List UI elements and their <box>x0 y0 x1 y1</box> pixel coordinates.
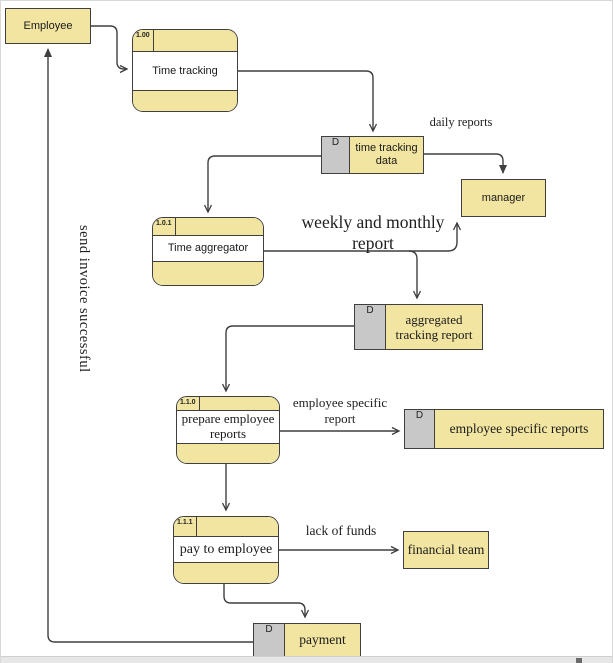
datastore-prefix: D <box>405 410 435 448</box>
process-pay-to-employee-label: pay to employee <box>174 537 278 563</box>
datastore-time-tracking-data-label: time tracking data <box>355 142 418 167</box>
frame-bottom-border <box>1 656 612 663</box>
flow-label-employee-specific-report: employee specific report <box>292 395 388 426</box>
flow-aggregated-tracking-report-to-prepare-employee-reports <box>221 325 354 393</box>
process-prepare-employee-reports[interactable]: 1.1.0 prepare employee reports <box>176 396 280 464</box>
process-footer <box>153 262 263 285</box>
datastore-prefix: D <box>355 305 386 349</box>
datastore-employee-specific-reports[interactable]: D employee specific reports <box>404 409 604 449</box>
datastore-employee-specific-reports-label: employee specific reports <box>449 421 589 437</box>
process-pay-to-employee-number: 1.1.1 <box>174 517 197 536</box>
entity-financial-team-label: financial team <box>407 542 485 557</box>
process-time-tracking-label: Time tracking <box>133 52 237 91</box>
flow-time-tracking-to-time-tracking-data <box>238 70 378 133</box>
process-prepare-employee-reports-number: 1.1.0 <box>177 397 200 410</box>
process-time-tracking[interactable]: 1.00 Time tracking <box>132 29 238 112</box>
flow-time-aggregator-to-aggregated-tracking-report <box>408 250 422 300</box>
entity-employee[interactable]: Employee <box>5 8 91 44</box>
entity-employee-label: Employee <box>23 20 73 32</box>
process-time-aggregator[interactable]: 1.0.1 Time aggregator <box>152 217 264 286</box>
flow-label-send-invoice-successful: send invoice successful <box>76 225 92 373</box>
process-time-aggregator-number: 1.0.1 <box>153 218 176 235</box>
entity-manager[interactable]: manager <box>461 179 546 217</box>
datastore-aggregated-tracking-report[interactable]: D aggregated tracking report <box>354 304 483 350</box>
process-footer <box>177 444 279 463</box>
flow-label-daily-reports: daily reports <box>429 115 493 129</box>
entity-financial-team[interactable]: financial team <box>403 531 489 569</box>
datastore-time-tracking-data[interactable]: D time tracking data <box>321 136 424 174</box>
datastore-aggregated-tracking-report-label: aggregated tracking report <box>395 311 473 342</box>
datastore-prefix: D <box>254 624 285 656</box>
process-time-tracking-number: 1.00 <box>133 30 154 51</box>
datastore-payment[interactable]: D payment <box>253 623 361 657</box>
process-pay-to-employee[interactable]: 1.1.1 pay to employee <box>173 516 279 584</box>
flow-pay-to-employee-to-payment <box>223 584 310 619</box>
flow-time-tracking-data-to-time-aggregator <box>203 155 321 214</box>
datastore-prefix: D <box>322 137 350 173</box>
flow-employee-to-time-tracking <box>91 25 129 74</box>
flow-label-lack-of-funds: lack of funds <box>305 523 377 538</box>
entity-manager-label: manager <box>481 192 526 204</box>
flow-time-tracking-data-to-manager <box>424 153 507 174</box>
process-footer <box>133 91 237 111</box>
process-prepare-employee-reports-label: prepare employee reports <box>177 411 279 444</box>
flow-label-weekly-monthly-report: weekly and monthly report <box>301 212 445 253</box>
process-footer <box>174 563 278 583</box>
process-time-aggregator-label: Time aggregator <box>153 236 263 262</box>
datastore-payment-label: payment <box>299 632 346 648</box>
resize-handle <box>576 658 582 663</box>
